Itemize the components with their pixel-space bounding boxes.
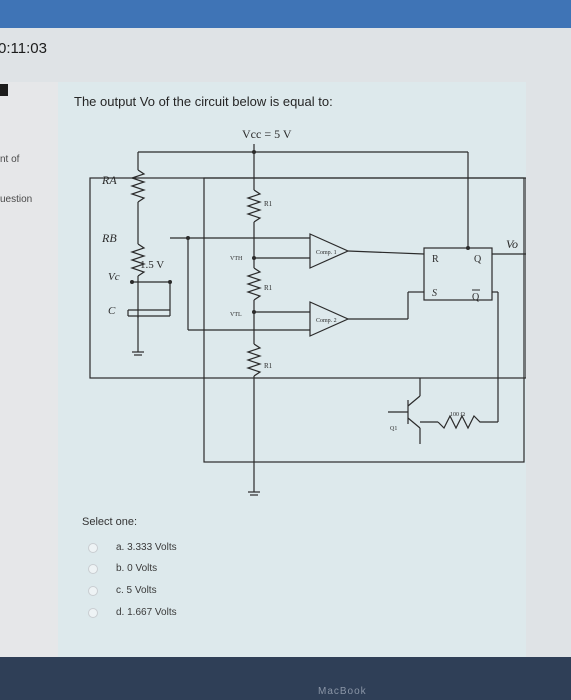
label-comp2: Comp. 2 xyxy=(316,318,337,324)
label-100-ohm: 100 Ω xyxy=(450,412,466,418)
label-vo: Vo xyxy=(506,237,518,251)
radio-c[interactable] xyxy=(88,585,98,596)
select-one-label: Select one: xyxy=(82,516,138,528)
label-r1-mid: R1 xyxy=(264,284,273,292)
label-r1-bottom: R1 xyxy=(264,362,273,370)
answer-option-b-label: b. 0 Volts xyxy=(116,563,158,574)
answer-option-d[interactable]: d. 1.667 Volts xyxy=(88,607,177,618)
answer-option-a-label: a. 3.333 Volts xyxy=(116,542,177,553)
question-text: The output Vo of the circuit below is eq… xyxy=(74,94,333,109)
label-r1-top: R1 xyxy=(264,200,273,208)
label-qbar: Q xyxy=(472,292,480,303)
answer-option-c-label: c. 5 Volts xyxy=(116,585,157,596)
label-r: R xyxy=(432,254,439,265)
top-bar xyxy=(0,0,571,28)
sidebar-label-2: uestion xyxy=(0,194,33,205)
label-cap: C xyxy=(108,305,116,317)
label-ra: RA xyxy=(101,173,117,187)
label-comp1: Comp. 1 xyxy=(316,250,337,256)
circuit-diagram: Vcc = 5 V RA RB Vc C 1.5 V R1 R1 R1 VTH … xyxy=(89,127,526,496)
answer-option-c[interactable]: c. 5 Volts xyxy=(88,585,157,596)
label-q: Q xyxy=(474,254,482,265)
label-1-5v: 1.5 V xyxy=(140,259,164,271)
bottom-bezel xyxy=(0,657,571,700)
answer-option-b[interactable]: b. 0 Volts xyxy=(88,563,157,574)
label-vth: VTH xyxy=(230,256,243,262)
radio-d[interactable] xyxy=(88,607,98,618)
radio-a[interactable] xyxy=(88,542,98,553)
answer-option-a[interactable]: a. 3.333 Volts xyxy=(88,542,177,553)
label-s: S xyxy=(432,288,437,299)
label-rb: RB xyxy=(101,231,117,245)
sidebar-label-1: nt of xyxy=(0,154,20,165)
quiz-timer: 0:11:03 xyxy=(0,40,47,57)
radio-b[interactable] xyxy=(88,563,98,574)
label-vtl: VTL xyxy=(230,312,242,318)
question-flag-marker xyxy=(0,84,8,96)
left-panel xyxy=(0,82,58,657)
label-vc: Vc xyxy=(108,271,120,283)
label-q1: Q1 xyxy=(390,426,397,432)
answer-option-d-label: d. 1.667 Volts xyxy=(116,607,177,618)
device-brand-label: MacBook xyxy=(318,686,367,697)
question-card: The output Vo of the circuit below is eq… xyxy=(58,82,526,657)
label-vcc: Vcc = 5 V xyxy=(242,127,292,141)
